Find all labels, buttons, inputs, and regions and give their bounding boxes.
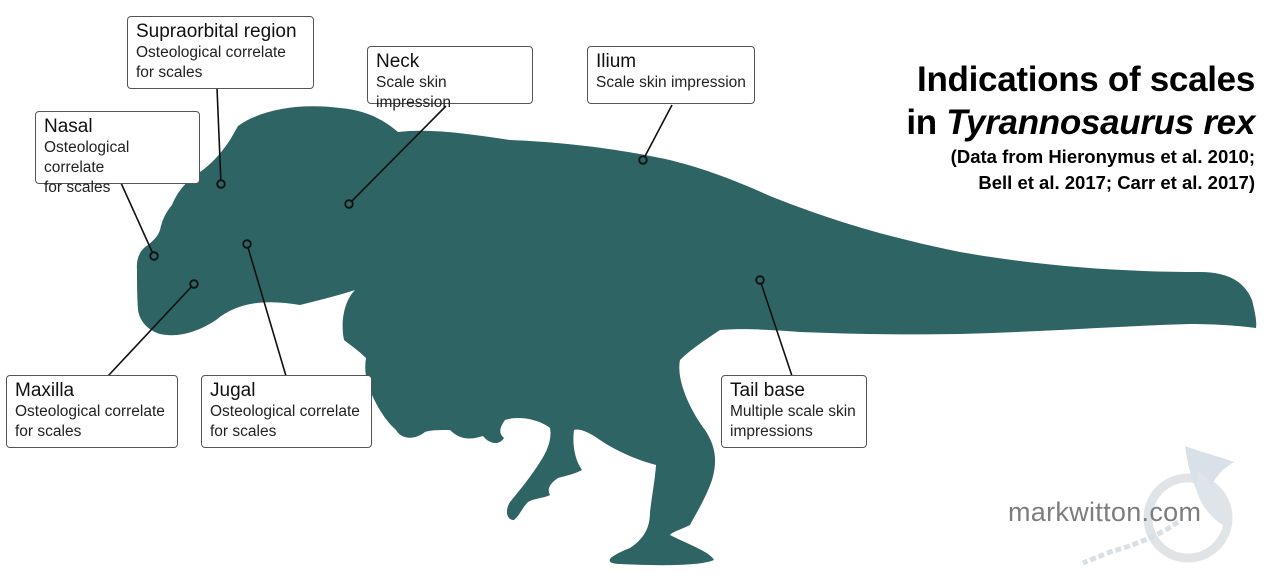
- callout-title: Neck: [376, 51, 420, 72]
- callout-neck: Neck Scale skin impression: [367, 46, 533, 111]
- marker-supraorbital: [216, 179, 226, 189]
- marker-points: [149, 155, 765, 289]
- callout-desc: Osteological correlate for scales: [210, 403, 360, 440]
- callout-jugal: Jugal Osteological correlate for scales: [201, 375, 372, 448]
- marker-neck: [344, 199, 354, 209]
- leader-lines: [107, 87, 793, 377]
- callout-title: Nasal: [44, 116, 93, 137]
- callout-desc: Osteological correlate for scales: [136, 44, 286, 81]
- leader-jugal: [246, 243, 287, 377]
- callout-desc: Multiple scale skin impressions: [730, 403, 856, 440]
- species-name: Tyrannosaurus rex: [946, 103, 1255, 142]
- pterosaur-logo-icon: [1082, 446, 1234, 566]
- leader-maxilla: [107, 283, 195, 377]
- leader-supraorbital: [216, 87, 222, 185]
- callout-nasal: Nasal Osteological correlate for scales: [35, 111, 200, 196]
- callout-desc: Osteological correlate for scales: [44, 139, 130, 196]
- callout-tailbase: Tail base Multiple scale skin impression…: [721, 375, 867, 448]
- leader-neck: [348, 105, 447, 205]
- title-line-2: in Tyrannosaurus rex: [906, 101, 1255, 144]
- callout-desc: Scale skin impression: [376, 74, 451, 111]
- marker-tailbase: [755, 275, 765, 285]
- title-line-1: Indications of scales: [917, 60, 1255, 99]
- marker-ilium: [638, 155, 648, 165]
- watermark-text: markwitton.com: [1008, 497, 1202, 527]
- citation-line-2: Bell et al. 2017; Carr et al. 2017): [978, 172, 1255, 193]
- callout-maxilla: Maxilla Osteological correlate for scale…: [6, 375, 178, 448]
- marker-jugal: [242, 239, 252, 249]
- marker-nasal: [149, 251, 159, 261]
- callout-desc: Osteological correlate for scales: [15, 403, 165, 440]
- diagram-title-block: Indications of scales in Tyrannosaurus r…: [906, 58, 1255, 196]
- callout-title: Supraorbital region: [136, 21, 297, 42]
- marker-maxilla: [189, 279, 199, 289]
- leader-ilium: [642, 104, 673, 161]
- callout-title: Maxilla: [15, 380, 75, 401]
- callout-title: Tail base: [730, 380, 805, 401]
- title-prefix: in: [906, 103, 947, 142]
- callout-desc: Scale skin impression: [596, 74, 746, 91]
- callout-title: Ilium: [596, 51, 637, 72]
- citation-line-1: (Data from Hieronymus et al. 2010;: [950, 146, 1255, 167]
- callout-supraorbital: Supraorbital region Osteological correla…: [127, 16, 314, 89]
- callout-ilium: Ilium Scale skin impression: [587, 46, 755, 104]
- tyrannosaurus-silhouette: [136, 106, 1257, 566]
- callout-title: Jugal: [210, 380, 256, 401]
- leader-tailbase: [759, 279, 793, 377]
